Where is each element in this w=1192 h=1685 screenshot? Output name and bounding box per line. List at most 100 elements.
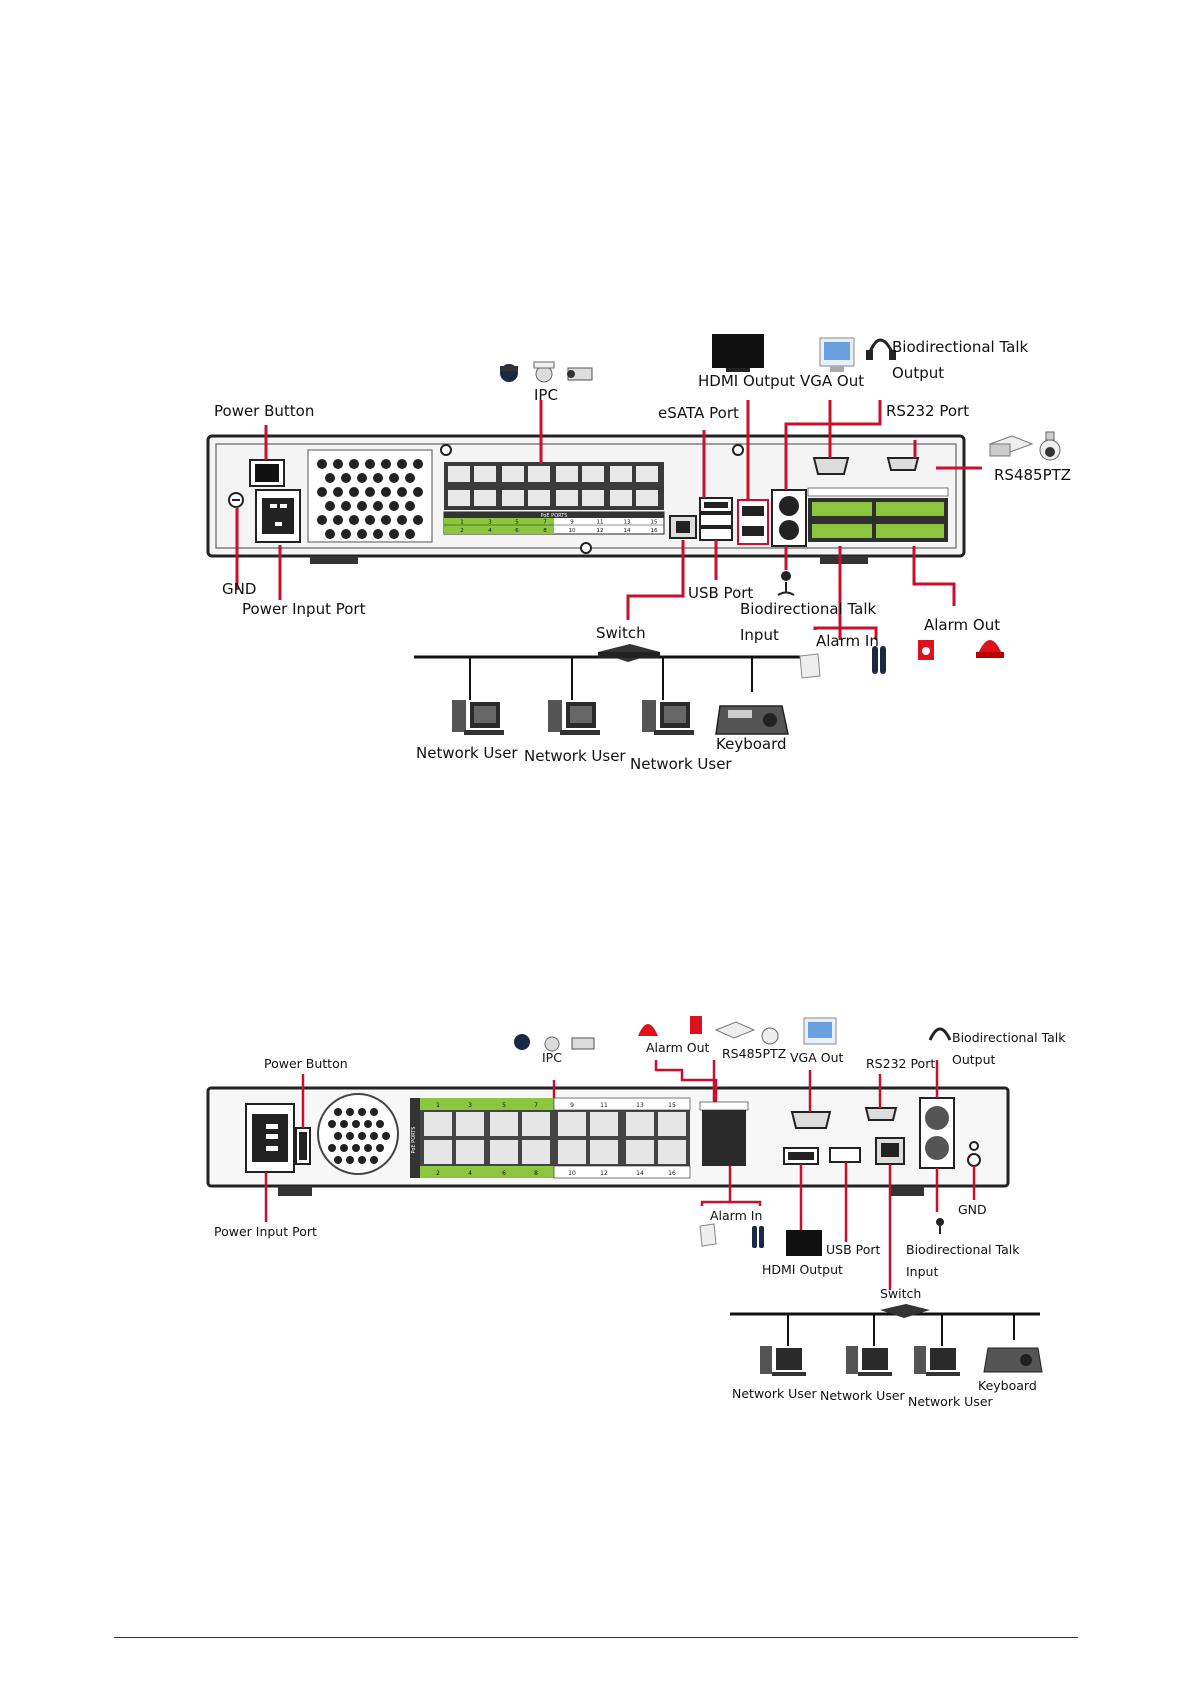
- rs485ptz-label: RS485PTZ: [722, 1046, 787, 1061]
- network-user-label: Network User: [732, 1386, 817, 1401]
- ptz-device-icons: [988, 431, 1061, 461]
- network-user-label: Network User: [630, 755, 732, 773]
- talk-input-label-line2: Input: [906, 1264, 939, 1279]
- alarm-in-label: Alarm In: [816, 632, 879, 650]
- talk-input-label-line2: Input: [740, 626, 779, 644]
- rs232-port-label: RS232 Port: [866, 1056, 936, 1071]
- poe-port-number: 15: [651, 520, 658, 526]
- vga-monitor-icon: [819, 337, 855, 372]
- poe-port-number: 10: [569, 528, 576, 534]
- nvr-rear-panel-1: PoE PORTS 1 3 5 7 9 11 13 15 2 4 6 8 10 …: [206, 434, 966, 564]
- talk-output-label-line2: Output: [952, 1052, 996, 1067]
- poe-port-number: 11: [600, 1102, 608, 1109]
- ptz-device-icons: [714, 1021, 779, 1045]
- poe-port-number: 9: [570, 1102, 574, 1109]
- poe-port-number: 13: [624, 520, 631, 526]
- power-input-port-label: Power Input Port: [214, 1224, 317, 1239]
- poe-header-text-2: PoE PORTS: [411, 1127, 417, 1154]
- computer-icon: [914, 1346, 960, 1376]
- power-input-port-label: Power Input Port: [242, 600, 366, 618]
- fan-grille: [307, 449, 433, 543]
- network-user-label: Network User: [524, 747, 626, 765]
- ipc-camera-icons: [500, 361, 593, 383]
- monitor-icon: [786, 1230, 822, 1256]
- poe-port-number: 6: [502, 1170, 506, 1177]
- alarm-in-label: Alarm In: [710, 1208, 763, 1223]
- alarm-out-label: Alarm Out: [646, 1040, 710, 1055]
- poe-port-number: 3: [468, 1102, 472, 1109]
- talk-output-label-line2: Output: [892, 364, 945, 382]
- poe-port-number: 4: [468, 1170, 472, 1177]
- vga-monitor-icon: [803, 1017, 837, 1045]
- esata-port-label: eSATA Port: [658, 404, 739, 422]
- power-button-label: Power Button: [264, 1056, 348, 1071]
- switch-icon: [880, 1304, 930, 1318]
- vga-out-label: VGA Out: [790, 1050, 844, 1065]
- poe-port-number: 9: [570, 520, 574, 526]
- monitor-icon: [712, 334, 764, 372]
- keyboard-icon: [983, 1347, 1043, 1373]
- poe-port-number: 5: [515, 520, 519, 526]
- poe-port-number: 5: [502, 1102, 506, 1109]
- rs232-port-label: RS232 Port: [886, 402, 970, 420]
- poe-port-number: 13: [636, 1102, 644, 1109]
- gnd-label: GND: [222, 580, 257, 598]
- talk-output-label: Biodirectional Talk: [952, 1030, 1066, 1045]
- rs485ptz-label: RS485PTZ: [994, 466, 1072, 484]
- poe-port-number: 10: [568, 1170, 576, 1177]
- ipc-label: IPC: [542, 1050, 562, 1065]
- alarm-out-siren-icons: [638, 1016, 702, 1036]
- keyboard-label: Keyboard: [978, 1378, 1037, 1393]
- poe-port-number: 3: [488, 520, 492, 526]
- poe-port-number: 7: [534, 1102, 538, 1109]
- network-user-label: Network User: [416, 744, 518, 762]
- alarm-in-sensor-icons: [799, 646, 886, 679]
- alarm-in-sensor-icons: [699, 1223, 764, 1248]
- switch-icon: [598, 644, 660, 662]
- switch-label: Switch: [596, 624, 646, 642]
- keyboard-icon: [715, 705, 789, 735]
- poe-port-number: 14: [624, 528, 631, 534]
- diagram-1-graphics: PoE PORTS 1 3 5 7 9 11 13 15 2 4 6 8 10 …: [206, 334, 1061, 735]
- microphone-icon: [936, 1218, 944, 1234]
- network-user-label: Network User: [908, 1394, 993, 1409]
- footer-divider: [114, 1637, 1078, 1638]
- usb-port-label: USB Port: [826, 1242, 881, 1257]
- switch-label: Switch: [880, 1286, 922, 1301]
- poe-port-number: 1: [436, 1102, 440, 1109]
- poe-port-number: 4: [488, 528, 492, 534]
- poe-port-number: 14: [636, 1170, 644, 1177]
- hdmi-output-label: HDMI Output: [762, 1262, 843, 1277]
- computer-icon: [846, 1346, 892, 1376]
- hdmi-output-label: HDMI Output: [698, 372, 796, 390]
- power-button-label: Power Button: [214, 402, 315, 420]
- poe-header-text-1: PoE PORTS: [541, 513, 568, 519]
- computer-icon: [452, 700, 504, 735]
- talk-input-label: Biodirectional Talk: [906, 1242, 1020, 1257]
- keyboard-label: Keyboard: [716, 735, 787, 753]
- poe-port-number: 6: [515, 528, 519, 534]
- poe-port-number: 16: [651, 528, 658, 534]
- usb-port-label: USB Port: [688, 584, 754, 602]
- talk-input-label: Biodirectional Talk: [740, 600, 877, 618]
- poe-port-number: 7: [543, 520, 547, 526]
- poe-port-number: 15: [668, 1102, 676, 1109]
- talk-output-label: Biodirectional Talk: [892, 338, 1029, 356]
- alarm-out-siren-icons: [918, 640, 1004, 660]
- network-user-label: Network User: [820, 1388, 905, 1403]
- poe-port-number: 8: [534, 1170, 538, 1177]
- poe-port-number: 2: [436, 1170, 440, 1177]
- computer-icon: [760, 1346, 806, 1376]
- gnd-label: GND: [958, 1202, 987, 1217]
- nvr-rear-panel-2: [206, 1086, 1010, 1196]
- headset-icon: [866, 338, 896, 360]
- poe-port-number: 1: [460, 520, 464, 526]
- poe-port-number: 8: [543, 528, 547, 534]
- headset-icon: [928, 1027, 952, 1041]
- ipc-camera-icons: [514, 1034, 595, 1052]
- callout-lines-1: [235, 400, 982, 640]
- poe-port-number: 12: [600, 1170, 608, 1177]
- microphone-icon: [777, 571, 795, 596]
- poe-port-number: 2: [460, 528, 464, 534]
- poe-port-number: 12: [597, 528, 604, 534]
